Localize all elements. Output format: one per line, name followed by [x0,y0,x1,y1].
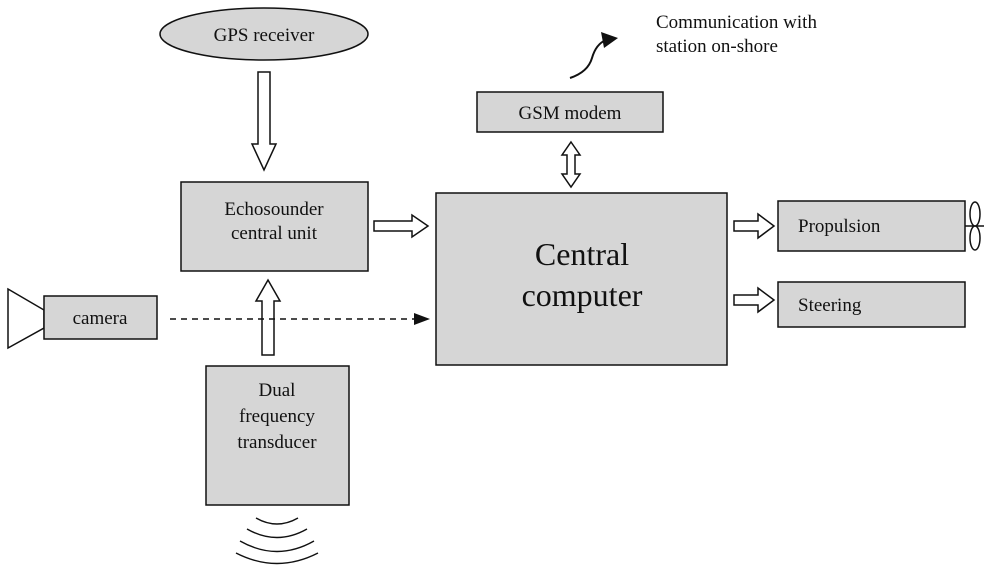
transducer-label-line3: transducer [237,432,317,453]
central-computer-node: Central computer [435,192,728,366]
transducer-to-echosounder-arrow [254,278,282,356]
transducer-label-line1: Dual [259,380,296,401]
central-computer-label-line2: computer [522,277,643,313]
communication-curved-arrow [569,32,618,79]
echosounder-central-unit-node: Echosounder central unit [180,181,369,272]
propulsion-label: Propulsion [798,216,881,237]
gps-receiver-node: GPS receiver [159,7,369,61]
echosounder-label-line1: Echosounder [224,199,324,220]
gps-receiver-label: GPS receiver [214,25,315,46]
gps-to-echosounder-arrow [250,71,278,172]
camera-to-central-dashed-arrow [170,313,430,325]
communication-label-line1: Communication with [656,12,817,33]
sonar-wave-icon [235,517,319,565]
communication-label-line2: station on-shore [656,36,778,57]
gsm-central-double-arrow [560,140,582,189]
echosounder-to-central-arrow [373,213,430,239]
camera-label: camera [73,308,128,329]
steering-node: Steering [777,281,966,328]
echosounder-label-line2: central unit [231,223,318,244]
camera-icon [7,287,45,350]
gsm-modem-label: GSM modem [519,103,622,124]
central-to-propulsion-arrow [733,212,776,240]
camera-node: camera [7,287,158,350]
propulsion-node: Propulsion [777,200,966,252]
steering-label: Steering [798,295,862,316]
central-to-steering-arrow [733,286,776,314]
central-computer-label-line1: Central [535,236,629,272]
propeller-icon [965,201,984,251]
dual-frequency-transducer-node: Dual frequency transducer [205,365,350,506]
transducer-label-line2: frequency [239,406,315,427]
gsm-modem-node: GSM modem [476,91,664,133]
